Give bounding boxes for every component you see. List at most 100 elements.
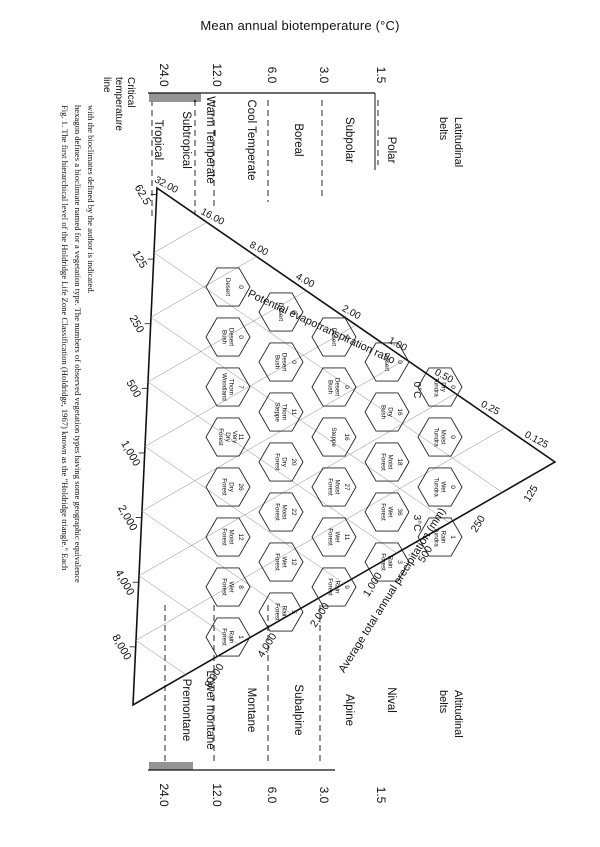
life-zone-hexagon [205, 517, 251, 557]
precip-guideline [147, 381, 397, 554]
mean-biotemperature-title: Mean annual biotemperature (°C) [200, 18, 400, 33]
life-zone-hexagon [205, 617, 251, 657]
precip-tick-label: 4,000 [255, 631, 279, 660]
latitudinal-belt: Warm Temperate [204, 96, 216, 184]
vegetation-type-label: Dry [224, 432, 231, 443]
left-temp-value: 1.5 [374, 67, 388, 84]
critical-temp-label: Critical [125, 77, 136, 108]
observed-count: 0 [343, 385, 350, 389]
pet-axis-label: Potential evapotranspiration ratio [246, 288, 397, 367]
vegetation-type-label: Forest [274, 603, 281, 621]
observed-count: 1 [237, 635, 244, 639]
observed-count: 5 [290, 610, 297, 614]
pet-tick-label: 8.00 [247, 240, 270, 259]
pet-guideline [153, 222, 207, 253]
right-temp-value: 3.0 [317, 787, 331, 804]
latitudinal-belt: Polar [385, 137, 397, 164]
life-zone-hexagon [311, 417, 357, 457]
life-zone-hexagon [311, 317, 357, 357]
precip-guideline [141, 510, 292, 615]
vegetation-type-label: Moist [334, 480, 341, 495]
pet-guideline [144, 324, 357, 447]
vegetation-type-label: Rain [281, 606, 288, 619]
vegetation-type-label: Dry [228, 482, 235, 493]
altitudinal-belt: Lower montane [204, 670, 216, 749]
precip-tick-label: 1,000 [361, 570, 385, 599]
vegetation-type-label: Moist [281, 505, 288, 520]
pet-tick-label: 0.125 [523, 430, 551, 452]
vegetation-type-label: Desert [334, 378, 341, 397]
vegetation-type-label: Steppe [274, 402, 281, 422]
vegetation-type-label: Wet [440, 482, 447, 493]
left-temp-value: 12.0 [210, 63, 224, 87]
bottom-tick-label: 8,000 [109, 632, 133, 662]
vegetation-type-label: Forest [221, 478, 228, 496]
life-zone-hexagon [258, 542, 304, 582]
observed-count: 0 [396, 360, 403, 364]
altitudinal-belt: Montane [245, 688, 257, 733]
life-zone-hexagon [417, 367, 463, 407]
life-zone-hexagon [311, 467, 357, 507]
observed-count: 9 [343, 585, 350, 589]
vegetation-type-label: Moist [387, 455, 394, 470]
latitudinal-belt: Boreal [292, 123, 304, 156]
vegetation-type-label: Forest [274, 553, 281, 571]
vegetation-type-label: Steppe [330, 427, 337, 447]
right-temp-value: 12.0 [210, 783, 224, 807]
critical-temp-label: temperature [113, 77, 124, 131]
diagram-frame [129, 92, 557, 771]
vegetation-type-label: Forest [380, 553, 387, 571]
life-zone-hexagon [364, 492, 410, 532]
observed-count: 27 [343, 483, 350, 491]
vegetation-type-label: Tundra [433, 527, 440, 547]
life-zone-hexagon [417, 467, 463, 507]
vegetation-type-label: Wet [334, 532, 341, 543]
observed-count: 18 [396, 458, 403, 466]
life-zone-hexagon [205, 417, 251, 457]
figure-caption: hexagon defines a bioclimate named for a… [73, 105, 83, 583]
life-zone-hexagon [311, 367, 357, 407]
latitudinal-heading: belts [437, 117, 449, 141]
altitudinal-belt: Subalpine [292, 684, 304, 735]
vegetation-type-label: Forest [380, 453, 387, 471]
vegetation-type-label: Desert [277, 303, 284, 322]
zero-label: 0°C [411, 382, 422, 399]
vegetation-type-label: Forest [274, 503, 281, 521]
vegetation-type-label: Bush [274, 355, 281, 370]
life-zone-hexagon [258, 592, 304, 632]
vegetation-type-label: Rain [387, 556, 394, 569]
vegetation-type-label: Forest [327, 528, 334, 546]
observed-count: 11 [343, 534, 350, 541]
vegetation-type-label: Desert [383, 353, 390, 372]
vegetation-type-label: Desert [281, 353, 288, 372]
vegetation-type-label: Bush [327, 380, 334, 395]
bottom-tick-label: 250 [127, 313, 147, 335]
life-zone-hexagon [311, 517, 357, 557]
vegetation-type-label: Forest [327, 578, 334, 596]
pet-tick-label: 16.00 [199, 206, 227, 228]
critical-temp-label: line [101, 77, 112, 93]
bottom-tick-label: 2,000 [115, 503, 139, 533]
observed-count: 20 [290, 458, 297, 466]
observed-count: 16 [343, 433, 350, 441]
observed-count: 11 [290, 409, 297, 416]
latitudinal-belt: Subpolar [343, 117, 355, 163]
altitudinal-heading: belts [437, 690, 449, 714]
observed-count: 1 [449, 535, 456, 539]
pet-guideline [135, 427, 506, 641]
vegetation-type-label: Forest [217, 428, 224, 446]
observed-count: 8 [237, 585, 244, 589]
pet-guideline [138, 393, 456, 576]
left-temp-value: 24.0 [157, 63, 171, 87]
bottom-tick-label: 4,000 [112, 568, 136, 598]
vegetation-type-label: Rain [440, 531, 447, 544]
vegetation-type-label: Forest [221, 528, 228, 546]
zero-label: 3°C [411, 515, 422, 532]
life-zone-hexagon [364, 542, 410, 582]
vegetation-type-label: Woodland [221, 373, 228, 401]
observed-count: 12 [237, 533, 244, 541]
life-zone-hexagon [258, 392, 304, 432]
vegetation-type-label: Dry [440, 382, 447, 393]
latitudinal-belt: Subtropical [180, 111, 192, 169]
life-zone-hexagon [205, 267, 251, 307]
